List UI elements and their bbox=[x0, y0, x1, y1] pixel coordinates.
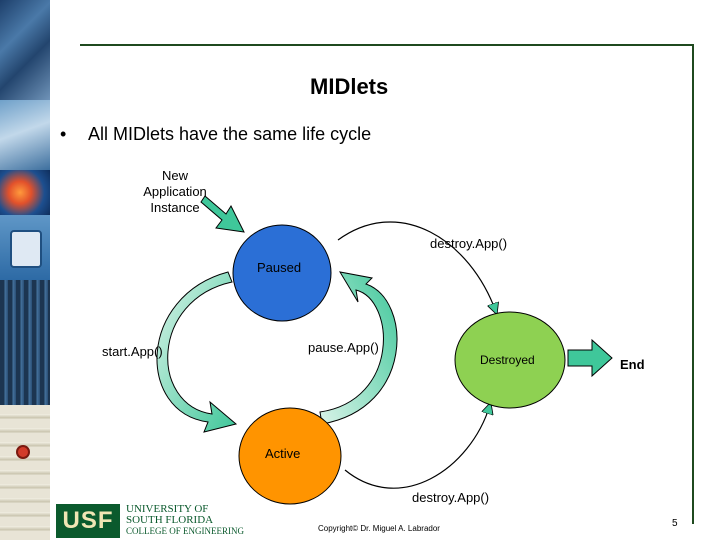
usf-logo: USF bbox=[56, 504, 120, 538]
destroy-app-bottom-label: destroy.App() bbox=[412, 490, 490, 505]
end-label: End bbox=[620, 357, 645, 372]
destroyed-state-node bbox=[454, 311, 566, 409]
new-instance-label: New Application Instance bbox=[120, 168, 230, 216]
new-instance-arrow bbox=[200, 195, 245, 233]
paused-state-label: Paused bbox=[257, 260, 302, 275]
pause-app-label: pause.App() bbox=[308, 340, 379, 355]
right-curved-arrow bbox=[319, 271, 398, 425]
phone-icon bbox=[10, 230, 42, 268]
new-instance-line-3: Instance bbox=[150, 200, 200, 215]
active-state-node bbox=[238, 407, 342, 505]
frame-top-line bbox=[80, 44, 694, 46]
university-name: UNIVERSITY OF SOUTH FLORIDA COLLEGE OF E… bbox=[126, 504, 244, 537]
new-instance-line-2: Application bbox=[143, 184, 207, 199]
new-instance-line-1: New bbox=[161, 168, 188, 183]
destroy-app-top-label: destroy.App() bbox=[430, 236, 508, 251]
sidebar-tile-satellite bbox=[0, 0, 50, 100]
sidebar-tile-circuit bbox=[0, 280, 50, 405]
sidebar-image-strip bbox=[0, 0, 50, 540]
copyright-text: Copyright© Dr. Miguel A. Labrador bbox=[318, 524, 440, 533]
left-curved-arrow bbox=[156, 271, 238, 433]
page-number: 5 bbox=[672, 518, 678, 529]
destroy-top-arrow bbox=[337, 221, 496, 312]
university-line-1: UNIVERSITY OF bbox=[126, 503, 209, 515]
slide-title: MIDlets bbox=[310, 74, 389, 99]
sidebar-tile-devices bbox=[0, 100, 50, 170]
paused-state-node bbox=[232, 224, 332, 322]
sidebar-tile-map bbox=[0, 405, 50, 540]
active-state-label: Active bbox=[265, 446, 301, 461]
start-app-label: start.App() bbox=[102, 344, 163, 359]
map-pin-icon bbox=[16, 445, 30, 459]
sidebar-tile-globe bbox=[0, 170, 50, 215]
destroy-bottom-arrow bbox=[344, 405, 490, 489]
end-arrow bbox=[567, 338, 613, 378]
university-line-3: COLLEGE OF ENGINEERING bbox=[126, 526, 244, 536]
university-line-2: SOUTH FLORIDA bbox=[126, 514, 214, 526]
bullet-text: All MIDlets have the same life cycle bbox=[88, 124, 372, 144]
frame-right-line bbox=[692, 44, 694, 524]
bullet-dot: • bbox=[60, 124, 67, 144]
destroyed-state-label: Destroyed bbox=[480, 353, 535, 367]
